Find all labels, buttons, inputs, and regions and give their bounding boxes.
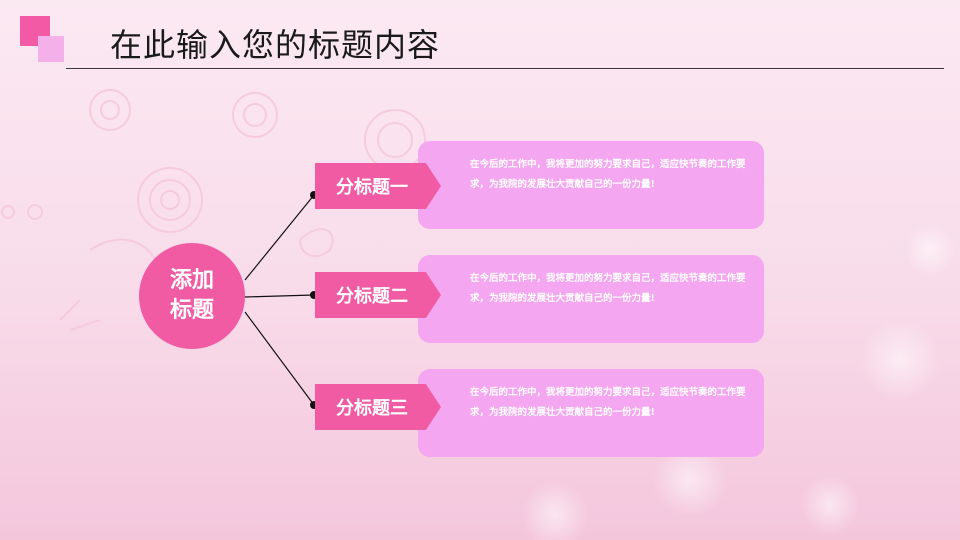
hub-label-line1: 添加 xyxy=(169,268,214,293)
logo-square-small xyxy=(38,36,64,62)
branch-card-3-text: 在今后的工作中，我将更加的努力要求自己，适应快节奏的工作要求，为我院的发展壮大贡… xyxy=(470,387,746,418)
branch-tag-2: 分标题二 xyxy=(315,272,441,318)
branch-card-1: 在今后的工作中，我将更加的努力要求自己，适应快节奏的工作要求，为我院的发展壮大贡… xyxy=(418,141,764,229)
branch-tag-1: 分标题一 xyxy=(315,163,441,209)
connector-line-1 xyxy=(244,194,315,281)
connector-line-2 xyxy=(244,294,315,298)
slide-title: 在此输入您的标题内容 xyxy=(110,26,441,64)
branch-card-3: 在今后的工作中，我将更加的努力要求自己，适应快节奏的工作要求，为我院的发展壮大贡… xyxy=(418,369,764,457)
branch-tag-3: 分标题三 xyxy=(315,384,441,430)
hub-label-line2: 标题 xyxy=(169,298,214,323)
branch-card-1-text: 在今后的工作中，我将更加的努力要求自己，适应快节奏的工作要求，为我院的发展壮大贡… xyxy=(470,159,746,190)
branch-card-2-text: 在今后的工作中，我将更加的努力要求自己，适应快节奏的工作要求，为我院的发展壮大贡… xyxy=(470,273,746,304)
connector-line-3 xyxy=(244,311,315,406)
branch-card-2: 在今后的工作中，我将更加的努力要求自己，适应快节奏的工作要求，为我院的发展壮大贡… xyxy=(418,255,764,343)
hub-circle: 添加 标题 xyxy=(139,243,245,349)
title-divider xyxy=(66,68,944,69)
